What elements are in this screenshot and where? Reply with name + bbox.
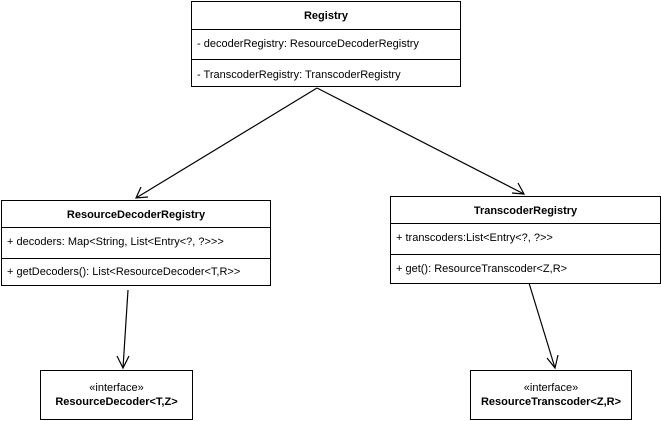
arrowhead-resource-transcoder [546, 354, 559, 370]
stereotype-label: «interface» [523, 382, 579, 394]
class-registry[interactable]: Registry - decoderRegistry: ResourceDeco… [191, 1, 461, 87]
class-resource-decoder-registry[interactable]: ResourceDecoderRegistry + decoders: Map<… [1, 200, 271, 286]
field-decoders: + decoders: Map<String, List<Entry<?, ?>… [7, 236, 224, 248]
method-get: + get(): ResourceTranscoder<Z,R> [391, 254, 660, 283]
interface-resource-transcoder[interactable]: «interface» ResourceTranscoder<Z,R> [470, 370, 632, 420]
class-transcoder-registry[interactable]: TranscoderRegistry + transcoders:List<En… [390, 196, 661, 284]
arrow-transcoder-registry-to-transcoder [528, 282, 556, 369]
method-get-decoders: + getDecoders(): List<ResourceDecoder<T,… [2, 258, 270, 285]
interface-resource-decoder[interactable]: «interface» ResourceDecoder<T,Z> [40, 370, 193, 420]
stereotype-label: «interface» [89, 382, 144, 394]
arrow-registry-to-transcoder-registry [316, 87, 525, 195]
arrowhead-transcoder-registry [511, 182, 526, 195]
arrow-registry-to-decoder-registry [135, 87, 318, 199]
arrow-decoder-registry-to-decoder [122, 289, 129, 369]
interface-name: ResourceDecoder<T,Z> [55, 396, 178, 408]
arrowhead-decoder-registry [135, 186, 149, 199]
class-name: ResourceDecoderRegistry [2, 201, 270, 228]
arrowhead-resource-decoder [116, 355, 130, 370]
class-name: Registry [192, 2, 460, 30]
class-name: TranscoderRegistry [391, 197, 660, 224]
field-transcoder-registry: - TranscoderRegistry: TranscoderRegistry [192, 59, 460, 86]
interface-name: ResourceTranscoder<Z,R> [480, 396, 621, 408]
field-transcoders: + transcoders:List<Entry<?, ?>> [396, 232, 553, 244]
field-decoder-registry: - decoderRegistry: ResourceDecoderRegist… [197, 38, 419, 50]
